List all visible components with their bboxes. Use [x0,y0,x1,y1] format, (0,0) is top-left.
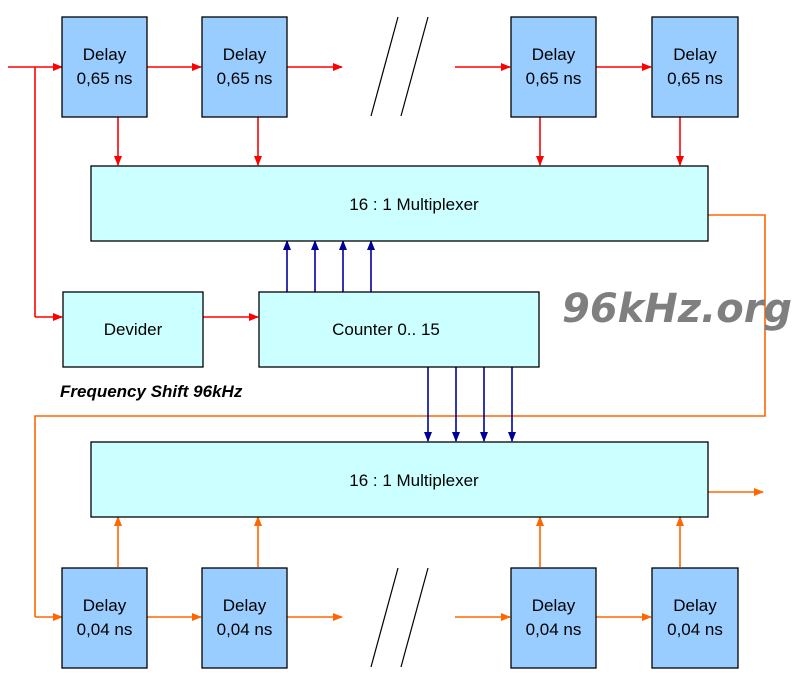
delay-label: Delay [532,45,576,64]
delay-label: Delay [83,45,127,64]
watermark-logo: 96kHz.org [562,286,792,332]
delay-label: Delay [83,596,127,615]
delay-label: Delay [223,45,267,64]
mux-label: 16 : 1 Multiplexer [349,471,479,490]
delay-label: Delay [673,45,717,64]
bottom-delay-box: Delay 0,04 ns [510,567,597,669]
divider-label: Devider [104,320,163,339]
top-delay-box: Delay 0,65 ns [61,16,148,118]
delay-label: Delay [223,596,267,615]
delay-value: 0,65 ns [667,69,723,88]
delay-value: 0,65 ns [77,69,133,88]
blue-select-lines [283,240,516,442]
frequency-shift-caption: Frequency Shift 96kHz [60,382,243,401]
counter-label: Counter 0.. 15 [332,320,440,339]
mux-label: 16 : 1 Multiplexer [349,195,479,214]
feedback-path [34,214,766,617]
divider-box: Devider [62,291,204,368]
delay-value: 0,04 ns [217,620,273,639]
orange-signal-lines [34,214,766,621]
top-multiplexer: 16 : 1 Multiplexer [90,165,709,242]
chain-break-marks [370,16,429,668]
delay-value: 0,04 ns [667,620,723,639]
delay-value: 0,04 ns [77,620,133,639]
bottom-multiplexer: 16 : 1 Multiplexer [90,441,709,518]
delay-label: Delay [532,596,576,615]
delay-label: Delay [673,596,717,615]
red-signal-lines [8,63,684,321]
top-delay-box: Delay 0,65 ns [510,16,597,118]
bottom-delay-box: Delay 0,04 ns [651,567,739,669]
top-delay-box: Delay 0,65 ns [651,16,739,118]
delay-value: 0,65 ns [526,69,582,88]
bottom-delay-box: Delay 0,04 ns [61,567,148,669]
delay-value: 0,65 ns [217,69,273,88]
bottom-delay-box: Delay 0,04 ns [201,567,288,669]
top-delay-box: Delay 0,65 ns [201,16,288,118]
counter-box: Counter 0.. 15 [258,291,540,368]
delay-value: 0,04 ns [526,620,582,639]
